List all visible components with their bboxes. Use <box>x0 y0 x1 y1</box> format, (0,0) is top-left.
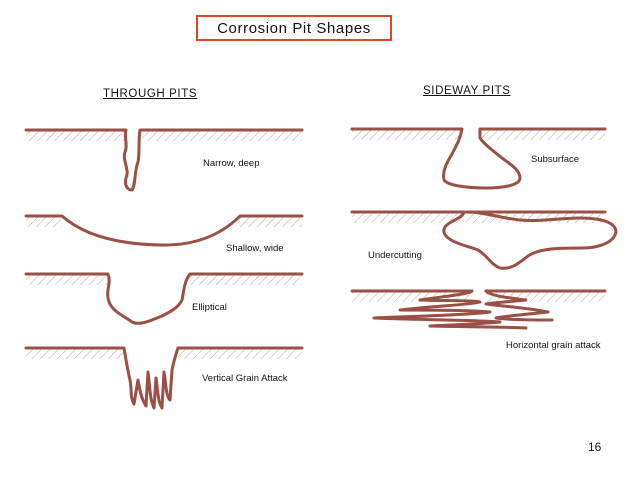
vertical-grain-attack-pit <box>24 346 304 410</box>
label-narrow-deep: Narrow, deep <box>203 158 260 169</box>
label-elliptical: Elliptical <box>192 302 227 313</box>
slide-title: Corrosion Pit Shapes <box>196 15 392 41</box>
label-subsurface: Subsurface <box>531 154 580 165</box>
undercutting-pit <box>350 210 618 270</box>
label-horizontal-grain-attack: Horizontal grain attack <box>506 340 601 351</box>
label-undercutting: Undercutting <box>368 250 422 261</box>
subsurface-pit <box>350 127 607 190</box>
elliptical-pit <box>24 272 304 325</box>
label-shallow-wide: Shallow, wide <box>226 243 284 254</box>
shallow-wide-pit <box>24 214 304 247</box>
narrow-deep-pit <box>24 128 304 192</box>
horizontal-grain-attack-pit <box>350 289 607 330</box>
label-vertical-grain-attack: Vertical Grain Attack <box>202 373 288 384</box>
through-pits-heading: THROUGH PITS <box>103 88 198 100</box>
page-number: 16 <box>588 440 602 454</box>
sideway-pits-heading: SIDEWAY PITS <box>423 85 511 97</box>
